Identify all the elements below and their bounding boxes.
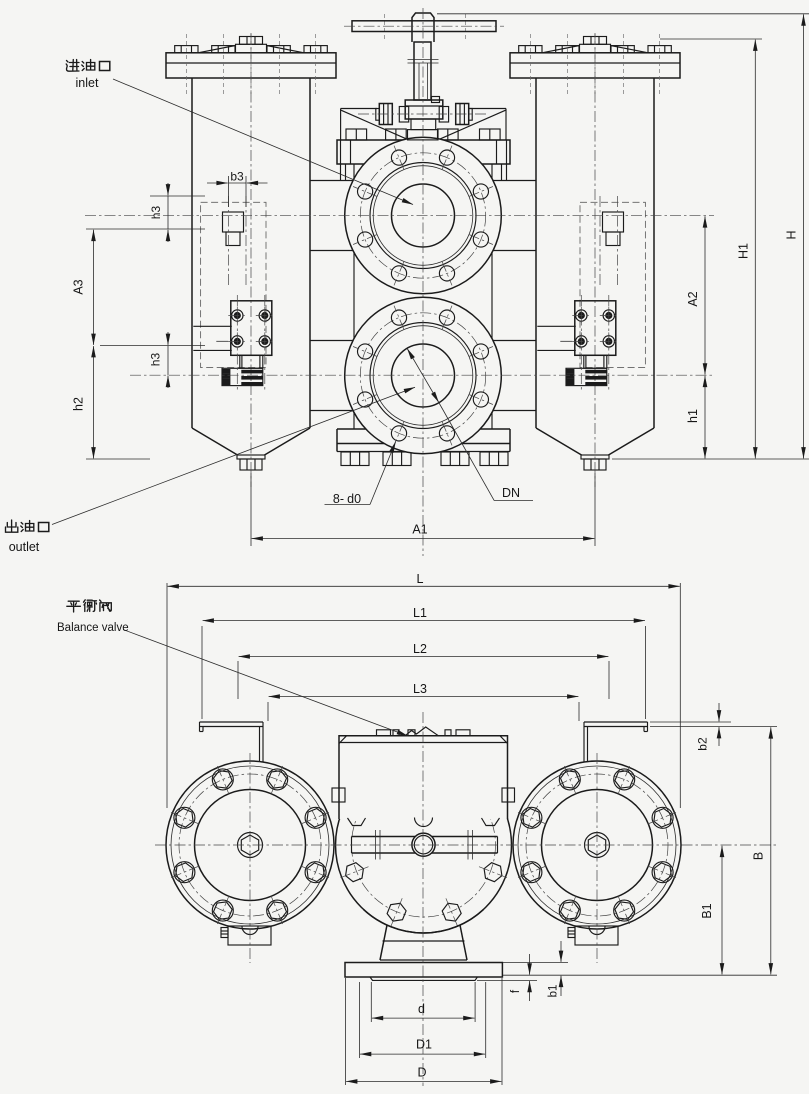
svg-text:H: H (785, 230, 799, 239)
svg-text:h3: h3 (149, 206, 163, 220)
svg-text:B: B (752, 852, 766, 860)
svg-text:B1: B1 (700, 903, 714, 918)
svg-text:d: d (418, 1002, 425, 1016)
svg-text:b1: b1 (548, 985, 560, 998)
svg-text:h1: h1 (686, 409, 700, 423)
svg-text:DN: DN (502, 486, 520, 500)
svg-text:f: f (510, 989, 522, 993)
svg-text:L: L (417, 572, 424, 586)
svg-text:Balance valve: Balance valve (57, 622, 129, 634)
svg-text:D1: D1 (416, 1038, 432, 1052)
svg-text:H1: H1 (737, 243, 751, 259)
svg-text:L3: L3 (413, 682, 427, 696)
svg-text:h2: h2 (72, 397, 86, 411)
svg-text:outlet: outlet (9, 540, 40, 554)
svg-text:L1: L1 (413, 606, 427, 620)
svg-text:D: D (417, 1066, 426, 1080)
svg-text:A2: A2 (686, 291, 700, 306)
svg-text:8- d0: 8- d0 (333, 492, 361, 506)
svg-text:A1: A1 (412, 523, 427, 537)
svg-text:b2: b2 (696, 737, 710, 751)
svg-text:b3: b3 (230, 170, 244, 184)
svg-text:L2: L2 (413, 642, 427, 656)
svg-text:inlet: inlet (76, 76, 99, 90)
svg-text:h3: h3 (149, 353, 163, 367)
svg-text:A3: A3 (72, 279, 86, 294)
